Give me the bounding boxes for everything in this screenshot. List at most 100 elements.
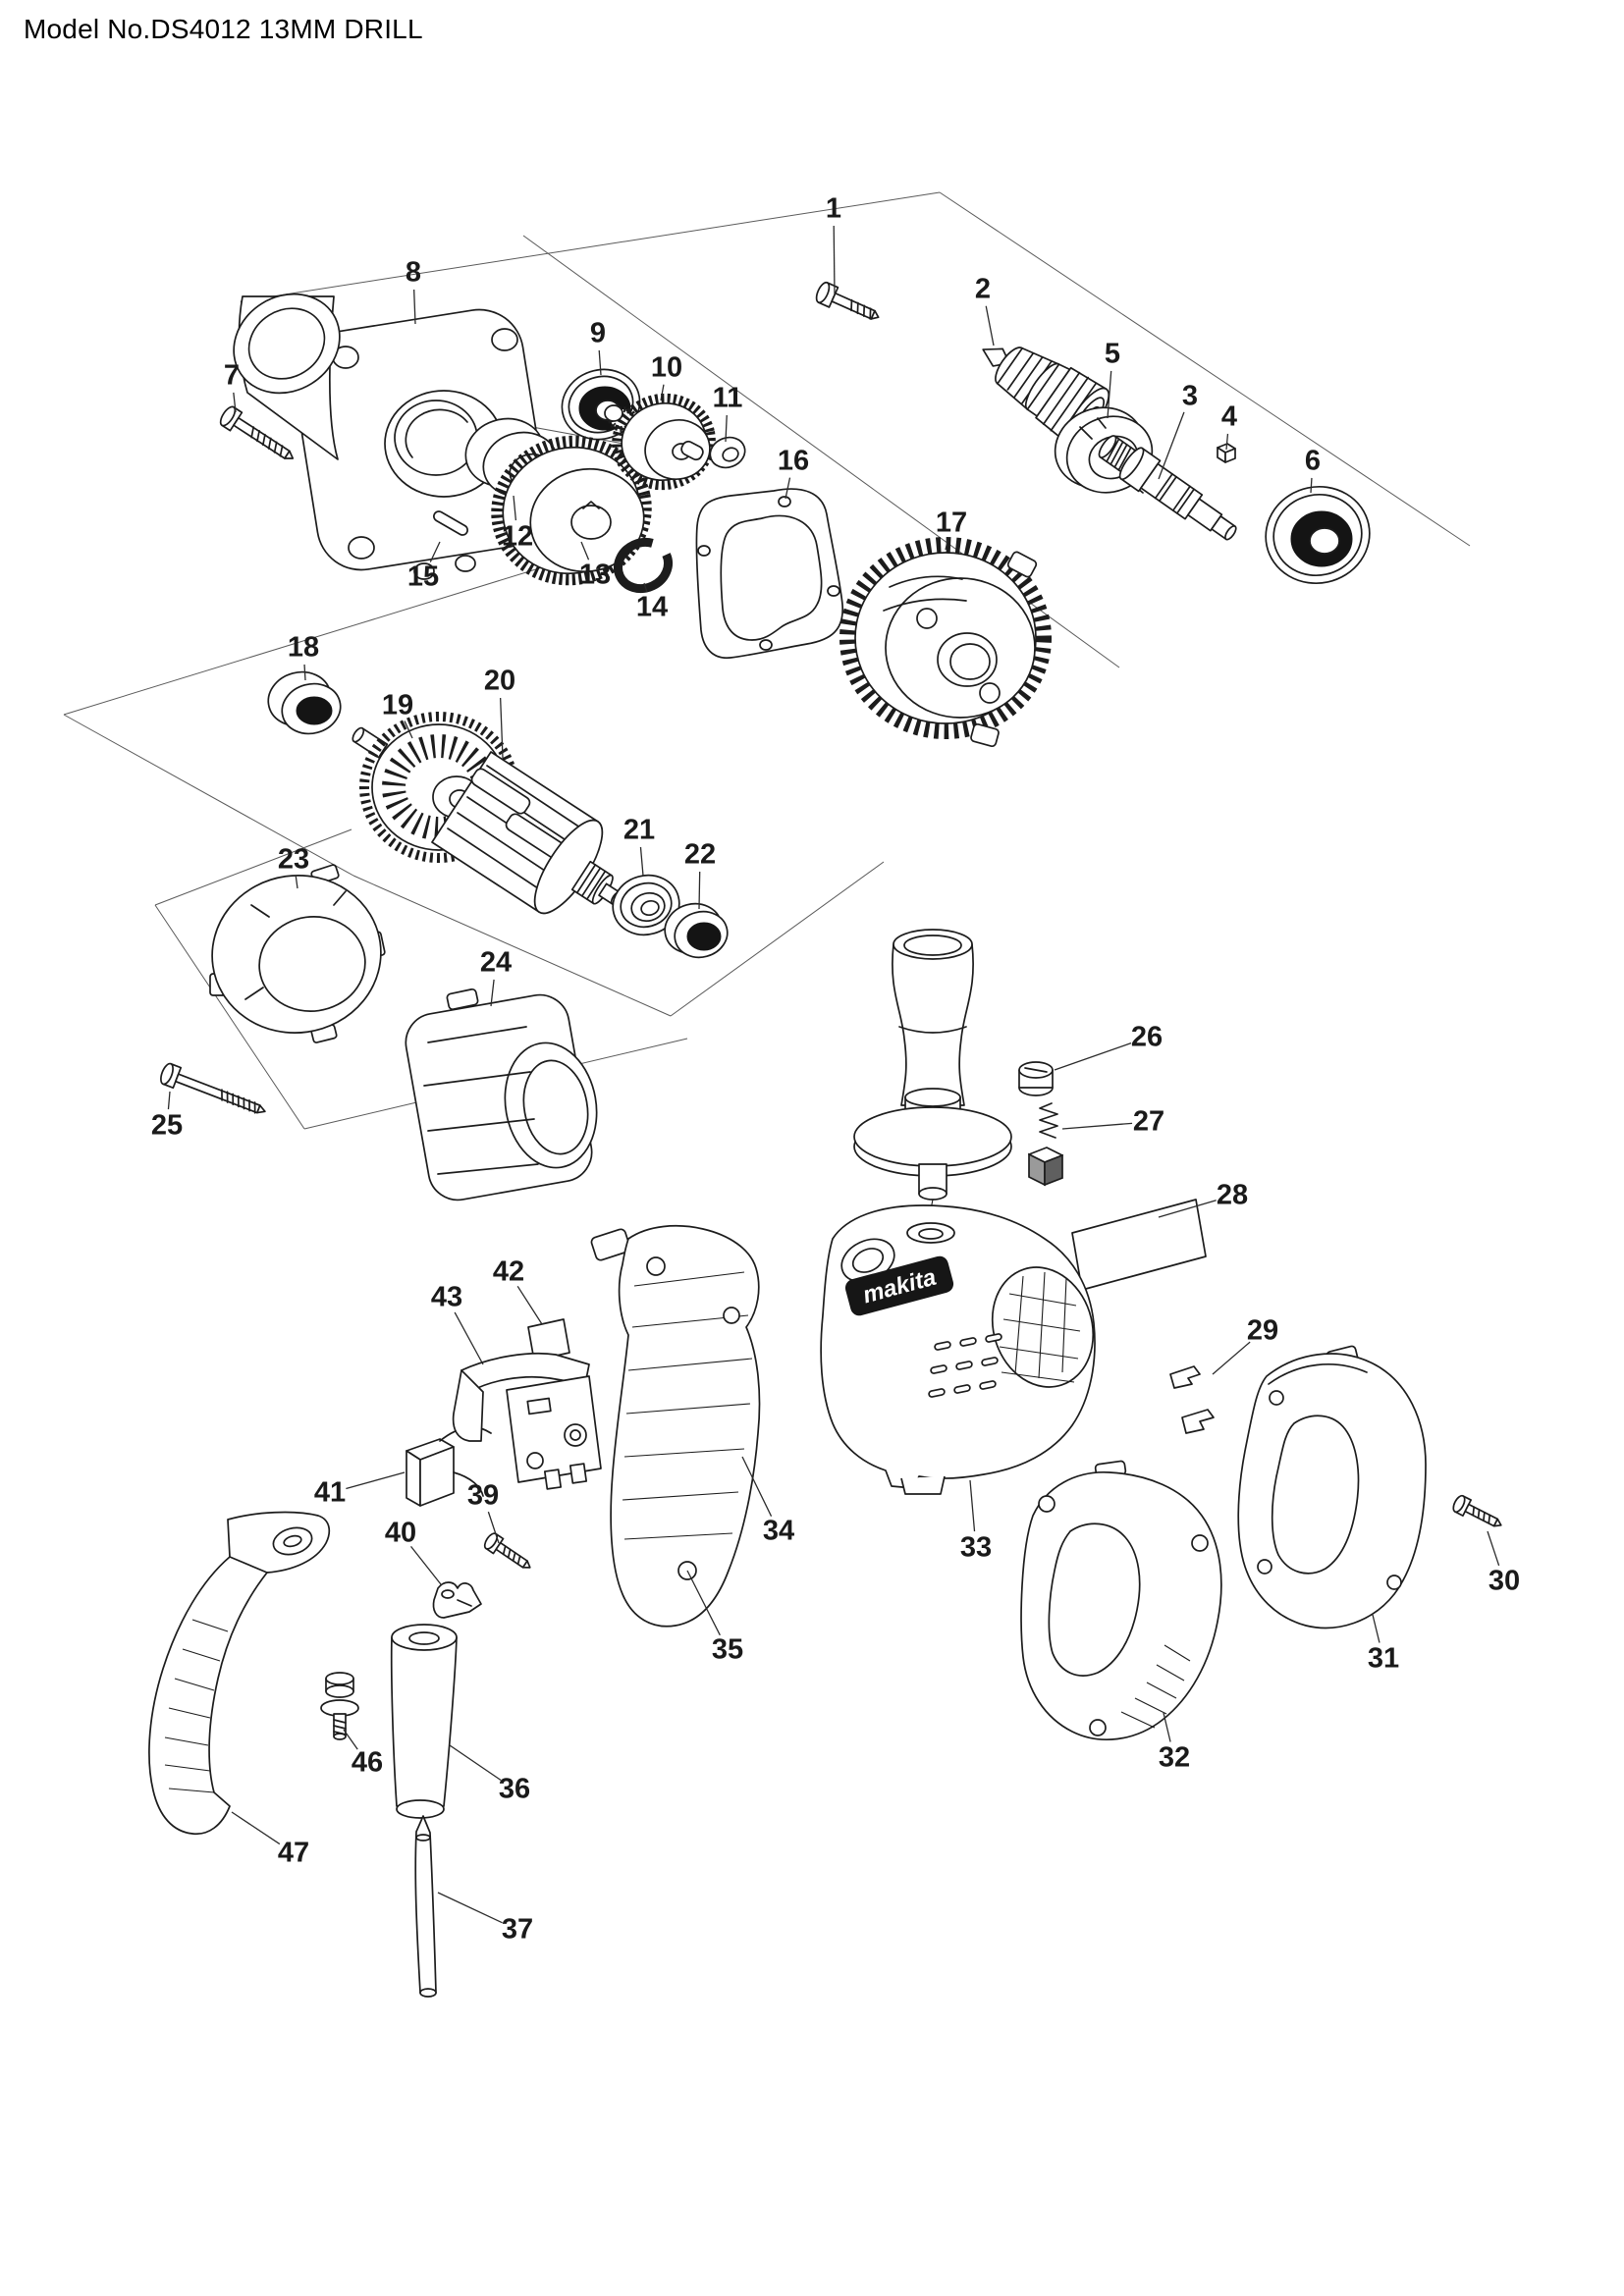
part-housing-screw [219, 405, 295, 459]
part-gasket [695, 488, 843, 659]
part-chuck-screw [815, 281, 880, 320]
leader-line-27 [1061, 1122, 1133, 1130]
callout-39: 39 [466, 1479, 500, 1512]
leader-line-5 [1107, 370, 1112, 419]
callout-10: 10 [650, 351, 683, 384]
part-rear-handle [148, 1511, 331, 1836]
callout-18: 18 [287, 631, 320, 664]
leader-line-16 [785, 477, 791, 500]
leader-line-25 [167, 1091, 171, 1110]
leader-line-29 [1212, 1341, 1251, 1375]
leader-line-2 [985, 305, 995, 347]
callout-29: 29 [1246, 1314, 1279, 1347]
leader-line-43 [454, 1311, 484, 1365]
leader-line-7 [233, 392, 237, 413]
leader-line-28 [1158, 1200, 1217, 1218]
callout-16: 16 [777, 445, 810, 477]
callout-14: 14 [635, 591, 669, 623]
part-rubber-ring-rear [664, 902, 729, 959]
leader-line-39 [487, 1511, 500, 1544]
leader-line-20 [500, 697, 504, 759]
leader-line-37 [437, 1892, 503, 1924]
part-nameplate [1071, 1199, 1207, 1291]
callout-19: 19 [381, 689, 414, 721]
callout-22: 22 [683, 838, 717, 871]
part-field-stator [839, 537, 1052, 748]
leader-line-24 [490, 979, 495, 1007]
leader-line-35 [686, 1570, 721, 1636]
part-flat-washer [709, 436, 746, 469]
part-pin [433, 510, 468, 536]
part-terminal-clips [1169, 1365, 1215, 1434]
part-helical-gear [491, 435, 652, 586]
leader-line-13 [580, 541, 590, 561]
page-title: Model No.DS4012 13MM DRILL [24, 14, 423, 44]
leader-line-32 [1163, 1712, 1171, 1742]
part-cord-clamp [432, 1581, 482, 1619]
leader-line-14 [643, 582, 648, 593]
leader-line-42 [516, 1285, 543, 1325]
leader-line-31 [1372, 1614, 1380, 1643]
phantom-line [670, 861, 885, 1017]
leader-line-34 [741, 1456, 773, 1517]
leader-line-19 [404, 721, 413, 739]
part-grip-tube [390, 1624, 458, 1819]
leader-line-10 [660, 384, 665, 401]
leader-line-22 [698, 871, 701, 910]
phantom-line [154, 904, 305, 1130]
leader-line-15 [429, 541, 441, 562]
part-inner-housing [590, 1225, 761, 1628]
callout-2: 2 [974, 273, 992, 305]
callout-33: 33 [959, 1531, 993, 1564]
callout-28: 28 [1216, 1179, 1249, 1211]
part-baffle-plate [209, 864, 386, 1043]
callout-43: 43 [430, 1281, 463, 1313]
callout-31: 31 [1367, 1642, 1400, 1675]
callout-12: 12 [501, 520, 534, 553]
callout-leader-lines [167, 225, 1500, 1924]
part-switch-block [406, 1426, 492, 1507]
leader-line-12 [513, 495, 517, 521]
part-trigger-switch [452, 1352, 602, 1490]
part-gear-housing [233, 293, 548, 580]
callout-20: 20 [483, 665, 516, 697]
part-cover-screw [1452, 1494, 1502, 1527]
callout-27: 27 [1132, 1105, 1165, 1138]
part-motor-housing: makita [820, 1204, 1096, 1495]
part-ball-bearing-rear [612, 874, 680, 936]
callout-42: 42 [492, 1255, 525, 1288]
part-side-grip [853, 929, 1012, 1230]
phantom-line [154, 828, 352, 906]
leader-line-3 [1158, 411, 1185, 480]
part-key [1217, 443, 1236, 463]
part-mount-screw [483, 1532, 531, 1569]
part-spindle [1098, 435, 1237, 541]
callout-26: 26 [1130, 1021, 1164, 1053]
callout-3: 3 [1181, 380, 1199, 412]
callout-36: 36 [498, 1773, 531, 1805]
leader-line-8 [413, 289, 416, 325]
leader-line-17 [945, 539, 948, 551]
callout-46: 46 [351, 1746, 384, 1779]
leader-line-33 [969, 1479, 976, 1532]
leader-line-11 [725, 414, 728, 443]
callout-17: 17 [935, 507, 968, 539]
callout-25: 25 [150, 1109, 184, 1142]
leader-line-41 [346, 1471, 406, 1490]
leader-line-40 [410, 1545, 442, 1585]
callout-7: 7 [223, 359, 241, 392]
callout-30: 30 [1488, 1565, 1521, 1597]
callout-15: 15 [406, 561, 440, 593]
callout-34: 34 [762, 1515, 795, 1547]
part-field-insulator [405, 988, 598, 1201]
part-brush-holder-cap [1018, 1061, 1054, 1096]
callout-23: 23 [277, 843, 310, 876]
leader-line-4 [1225, 433, 1229, 451]
part-label-sticker [527, 1318, 570, 1362]
part-handle-half [1020, 1460, 1222, 1740]
callout-35: 35 [711, 1633, 744, 1666]
leader-line-36 [449, 1744, 502, 1781]
part-washer-screw [320, 1672, 359, 1740]
part-rod [414, 1815, 437, 1998]
